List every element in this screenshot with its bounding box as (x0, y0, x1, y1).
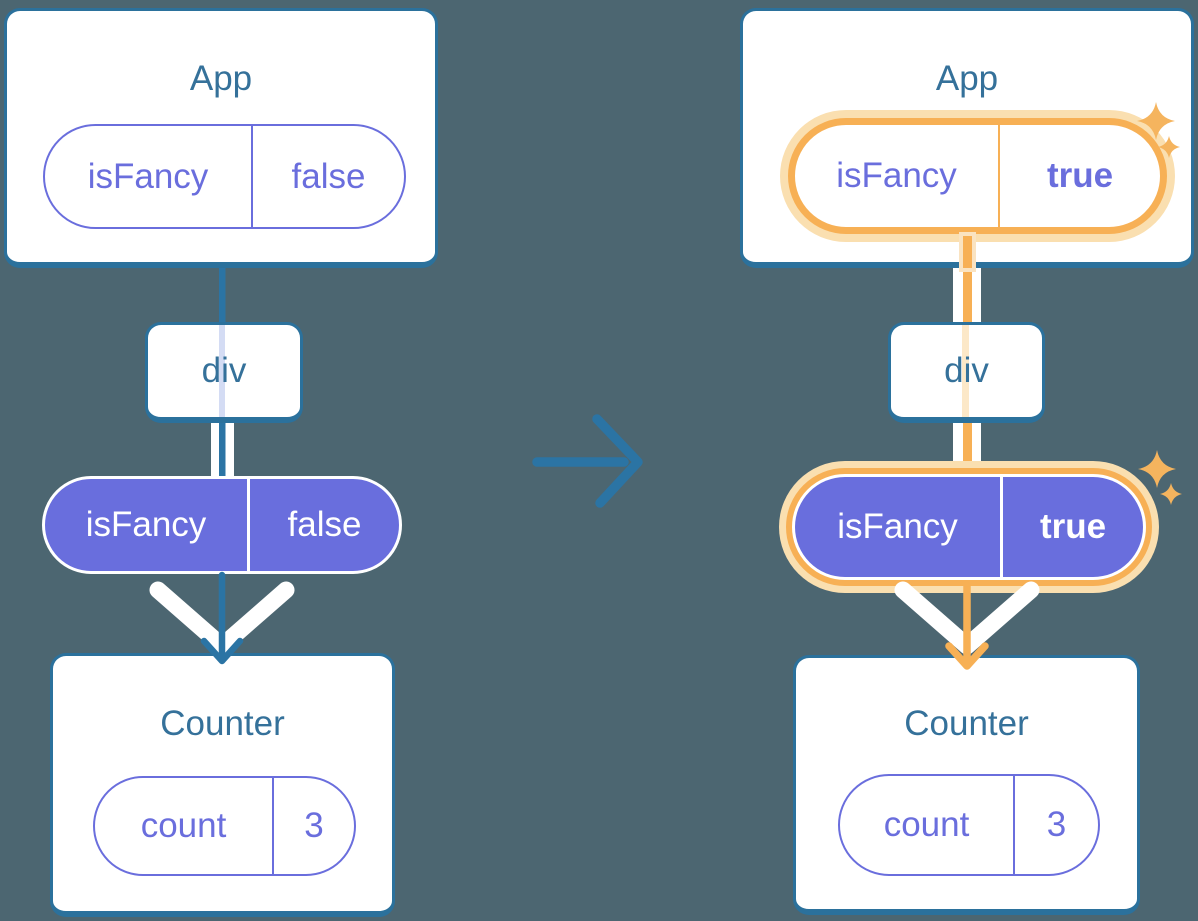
prop-arrow-icon (945, 582, 989, 670)
counter-state-pill: count 3 (838, 774, 1100, 876)
pill-name: count (883, 805, 970, 844)
render-chevron-icon (149, 581, 295, 655)
pill-name: isFancy (837, 507, 958, 546)
passed-prop-pill: isFancy false (42, 476, 402, 574)
app-component-box: App isFancy false (4, 8, 438, 268)
pill-value: false (247, 479, 399, 571)
before-div-to-prop-ribbon (211, 416, 234, 482)
sparkle-icon (1138, 450, 1182, 505)
element-title: div (201, 351, 247, 390)
component-title: App (935, 59, 999, 98)
prop-through-line (962, 325, 969, 417)
pill-name: isFancy (87, 156, 209, 196)
transition-arrow-icon (532, 414, 643, 508)
counter-state-pill: count 3 (93, 776, 356, 876)
counter-component-box: Counter count 3 (793, 655, 1140, 915)
element-title: div (944, 351, 989, 390)
counter-component-box: Counter count 3 (50, 653, 395, 917)
passed-prop-pill-highlighted: isFancy true (786, 468, 1152, 586)
pill-value: 3 (272, 778, 354, 874)
div-element-box: div (145, 322, 303, 423)
render-chevron-icon (894, 581, 1040, 655)
pill-value: 3 (1013, 776, 1098, 874)
prop-flow-line (963, 236, 972, 268)
div-element-box: div (888, 322, 1045, 423)
pill-value: true (998, 125, 1160, 227)
pill-name: count (140, 806, 227, 845)
pill-name: isFancy (85, 505, 207, 544)
pill-value: false (251, 126, 404, 227)
after-app-to-div-ribbon (953, 258, 981, 328)
pill-name: isFancy (836, 156, 957, 195)
app-state-pill-highlighted: isFancy true (788, 118, 1167, 234)
component-title: Counter (160, 704, 285, 743)
component-title: App (189, 59, 253, 98)
pill-value: true (1000, 477, 1143, 577)
before-app-to-div-line (219, 258, 226, 328)
prop-arrow-icon (200, 571, 244, 665)
prop-through-line (219, 325, 225, 417)
component-title: Counter (904, 704, 1029, 743)
app-state-pill: isFancy false (43, 124, 406, 229)
